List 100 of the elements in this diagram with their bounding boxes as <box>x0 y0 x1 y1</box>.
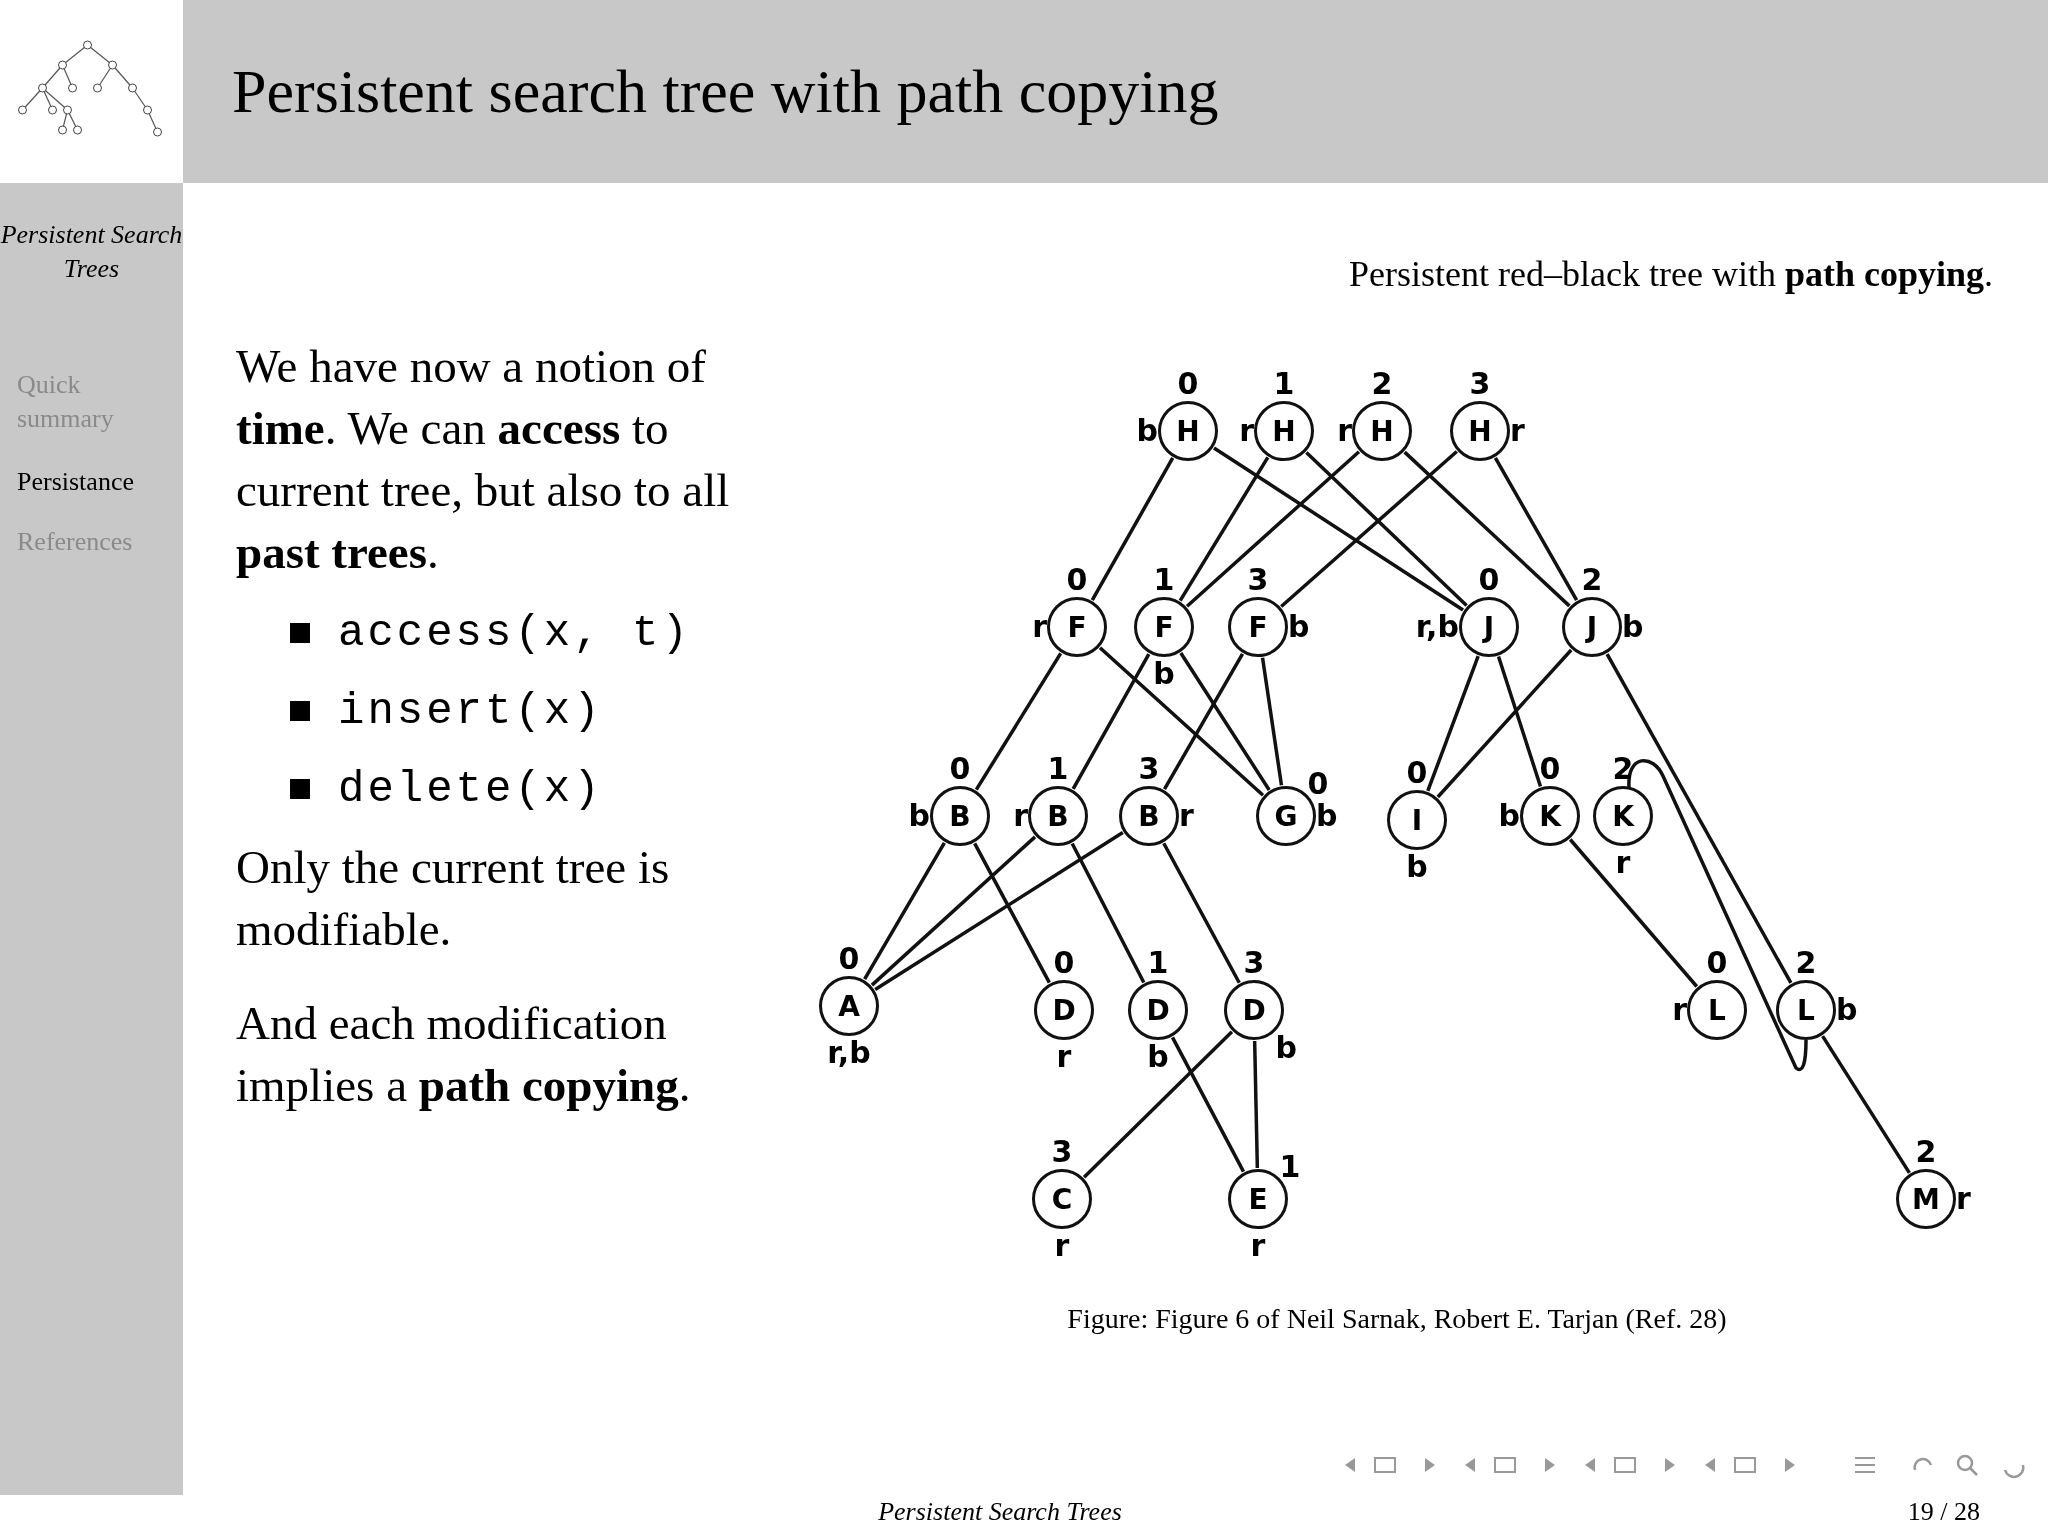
version-number: 1 <box>1153 564 1175 596</box>
node-key: J <box>1483 610 1495 644</box>
tree-edge-line <box>1496 655 1543 788</box>
sidebar-text: Persistent Search Trees <box>0 219 183 285</box>
color-tag: b <box>1316 800 1338 832</box>
node-key: H <box>1468 414 1492 448</box>
color-tag: b <box>1836 994 1858 1026</box>
color-tag: r <box>1250 1230 1266 1262</box>
tree-edge-line <box>1821 1035 1911 1174</box>
version-number: 1 <box>1047 753 1069 785</box>
version-number: 0 <box>1478 564 1500 596</box>
version-number: 1 <box>1147 947 1169 979</box>
version-number: 0 <box>1406 757 1428 789</box>
tree-edge-line <box>1170 1036 1246 1173</box>
color-tag: r <box>1510 415 1525 447</box>
tree-edge-line <box>1090 457 1175 601</box>
sidebar-text: Persistance <box>17 466 135 498</box>
sidebar-text: Quick summary <box>17 369 115 435</box>
color-tag: r <box>1615 847 1631 879</box>
code-text: access(x, t) <box>338 608 691 658</box>
tree-edge-line <box>1162 842 1241 984</box>
body-text: We have now a notion of time. We can access to current tree, but also to all past trees. <box>236 339 731 580</box>
color-tag: r,b <box>1415 611 1459 643</box>
node-key: H <box>1272 414 1296 448</box>
tree-edge-line <box>1627 759 1808 1071</box>
tree-edge-line <box>1162 652 1245 791</box>
color-tag: b <box>1147 1041 1169 1073</box>
version-number: 2 <box>1915 1136 1937 1168</box>
slide-title: Persistent search tree with path copying <box>232 56 1219 127</box>
color-tag: b <box>1275 1031 1298 1064</box>
node-key: D <box>1242 993 1266 1027</box>
version-number: 0 <box>1706 947 1728 979</box>
tree-edge-line <box>973 842 1051 984</box>
color-tag: r <box>1672 994 1687 1026</box>
node-key: K <box>1612 799 1634 833</box>
color-tag: b <box>1136 415 1158 447</box>
tree-edge-line <box>1179 652 1271 791</box>
tree-edge-line <box>1605 653 1793 984</box>
node-key: H <box>1176 414 1200 448</box>
version-number: 2 <box>1581 564 1603 596</box>
tree-edge-line <box>1280 450 1458 608</box>
tree-edge-line <box>1252 1040 1260 1169</box>
color-tag: r <box>1032 611 1047 643</box>
figure-caption: Figure: Figure 6 of Neil Sarnak, Robert E. Tarjan (Ref. 28) <box>1066 1303 1728 1335</box>
tree-edge-line <box>1082 1030 1234 1179</box>
node-key: F <box>1248 610 1268 644</box>
version-number: 0 <box>838 943 860 975</box>
node-key: B <box>1047 799 1069 833</box>
node-key: B <box>949 799 971 833</box>
node-key: K <box>1539 799 1561 833</box>
color-tag: b <box>1153 658 1175 690</box>
node-key: G <box>1274 799 1298 833</box>
node-key: L <box>1797 993 1815 1027</box>
version-number: 1 <box>1279 1150 1301 1183</box>
tree-edge-line <box>1426 655 1480 792</box>
color-tag: r <box>1179 800 1194 832</box>
version-number: 2 <box>1612 753 1634 785</box>
node-key: D <box>1052 993 1076 1027</box>
version-number: 1 <box>1273 368 1295 400</box>
version-number: 0 <box>1539 753 1561 785</box>
tree-edge-line <box>1568 838 1699 988</box>
version-number: 0 <box>1307 767 1329 800</box>
tree-edge-line <box>1185 450 1361 608</box>
node-key: B <box>1138 799 1160 833</box>
color-tag: r <box>1337 415 1352 447</box>
tree-edge-line <box>1436 648 1573 799</box>
color-tag: b <box>1288 611 1310 643</box>
color-tag: b <box>1498 800 1520 832</box>
tree-edge-line <box>1260 657 1284 786</box>
node-key: H <box>1370 414 1394 448</box>
body-text: Only the current tree is modifiable. <box>236 840 671 957</box>
color-tag: b <box>1622 611 1644 643</box>
node-key: C <box>1051 1182 1073 1216</box>
node-key: F <box>1067 610 1087 644</box>
code-text: insert(x) <box>338 686 603 736</box>
version-number: 3 <box>1051 1136 1073 1168</box>
node-key: L <box>1708 993 1726 1027</box>
color-tag: b <box>1406 851 1428 883</box>
color-tag: r,b <box>827 1037 871 1069</box>
color-tag: r <box>1054 1230 1070 1262</box>
tree-edge-line <box>1098 646 1265 797</box>
tree-edge-line <box>1070 842 1146 984</box>
version-number: 3 <box>1243 947 1265 979</box>
color-tag: r <box>1956 1183 1971 1215</box>
version-number: 3 <box>1469 368 1491 400</box>
version-number: 0 <box>949 753 971 785</box>
color-tag: b <box>908 800 930 832</box>
color-tag: r <box>1056 1041 1072 1073</box>
tree-edge-line <box>1493 457 1579 601</box>
sidebar-text: References <box>17 526 134 558</box>
node-key: D <box>1146 993 1170 1027</box>
tree-edge-line <box>1178 456 1270 602</box>
version-number: 0 <box>1066 564 1088 596</box>
node-key: F <box>1154 610 1174 644</box>
node-key: A <box>838 989 860 1023</box>
version-number: 2 <box>1795 947 1817 979</box>
color-tag: r <box>1013 800 1028 832</box>
tree-edge-line <box>1213 446 1464 612</box>
version-number: 2 <box>1371 368 1393 400</box>
tree-edge-line <box>870 835 1037 987</box>
